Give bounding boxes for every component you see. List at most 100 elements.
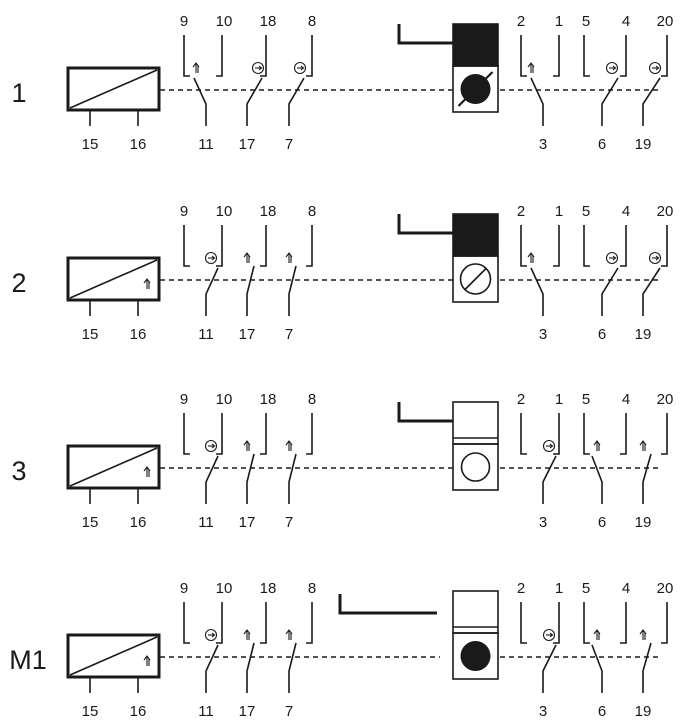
target-slash [463,267,488,291]
contact-10 [216,225,223,267]
circle-arrow-icon [542,439,556,453]
contact-9 [183,413,190,455]
circle-arrow-icon [204,628,218,642]
coil-box [66,256,161,302]
arrow-icon [639,440,647,451]
arrow-head [593,440,601,446]
arrow-icon [593,440,601,451]
target-disc [460,641,491,671]
circle-outline [605,61,619,75]
terminal-8: 8 [308,580,316,597]
circle-outline [542,439,556,453]
circle-arrow-icon [251,61,265,75]
target-box [452,443,499,491]
arrow-icon [143,655,151,666]
terminal-10: 10 [216,580,233,597]
contact-1 [553,225,560,267]
terminal-17: 17 [239,703,256,720]
terminal-16: 16 [130,703,147,720]
arrow-head [143,655,151,661]
terminal-4: 4 [622,13,630,30]
contact-9 [183,35,190,77]
arrow-icon [143,278,151,289]
circle-outline [204,251,218,265]
terminal-6: 6 [598,136,606,153]
contact-18 [260,413,267,455]
terminal-8: 8 [308,203,316,220]
contact-blade-7 [288,453,297,504]
contact-5 [583,225,590,267]
contact-blade-3 [542,455,557,504]
terminal-6: 6 [598,703,606,720]
terminal-17: 17 [239,326,256,343]
circle-head [300,65,305,71]
contact-8 [306,35,313,77]
contact-20 [661,35,668,77]
contact-blade-6 [601,77,619,126]
circle-arrow-icon [605,61,619,75]
row-label: M1 [9,645,47,675]
terminal-5: 5 [582,203,590,220]
circle-arrow-icon [204,439,218,453]
contact-8 [306,225,313,267]
arrow-icon [143,466,151,477]
terminal-20: 20 [657,580,674,597]
terminal-17: 17 [239,136,256,153]
coil-diagonal [69,636,158,676]
contact-blade-6 [591,455,603,504]
arrow-head [639,440,647,446]
circle-arrow-icon [648,61,662,75]
terminal-11: 11 [198,514,214,531]
contact-2 [520,602,527,644]
terminal-19: 19 [635,326,652,343]
arrow-head [243,440,251,446]
contact-10 [216,413,223,455]
contact-blade-7 [288,265,297,316]
terminal-16: 16 [130,136,147,153]
contact-9 [183,225,190,267]
target-box [452,632,499,680]
terminal-3: 3 [539,136,547,153]
arrow-head [593,629,601,635]
arrow-icon [285,252,293,263]
arrow-icon [192,62,200,73]
contact-blade-11 [193,77,207,126]
terminal-11: 11 [198,326,214,343]
contact-blade-6 [591,644,603,693]
terminal-15: 15 [82,703,99,720]
arrow-icon [593,629,601,640]
circle-outline [648,251,662,265]
terminal-4: 4 [622,203,630,220]
contact-1 [553,602,560,644]
terminal-18: 18 [260,13,277,30]
contact-blade-19 [642,453,652,504]
contact-blade-17 [246,453,255,504]
terminal-19: 19 [635,703,652,720]
terminal-4: 4 [622,391,630,408]
coil-diagonal [69,259,158,299]
terminal-9: 9 [180,203,188,220]
arrow-head [143,466,151,472]
terminal-3: 3 [539,703,547,720]
contact-blade-6 [601,267,619,316]
terminal-7: 7 [285,136,293,153]
terminal-19: 19 [635,136,652,153]
terminal-15: 15 [82,514,99,531]
circle-head [612,255,617,261]
contact-4 [620,225,627,267]
terminal-5: 5 [582,580,590,597]
circle-arrow-icon [605,251,619,265]
contact-blade-19 [642,642,652,693]
circle-head [211,632,216,638]
circle-head [258,65,263,71]
contact-5 [583,413,590,455]
terminal-16: 16 [130,514,147,531]
flag-lever [338,594,437,615]
row-label: 1 [11,78,26,108]
flag-lever [397,402,453,423]
arrow-head [243,252,251,258]
circle-head [211,255,216,261]
coil-box [66,66,161,112]
terminal-9: 9 [180,580,188,597]
contact-blade-19 [642,267,661,316]
